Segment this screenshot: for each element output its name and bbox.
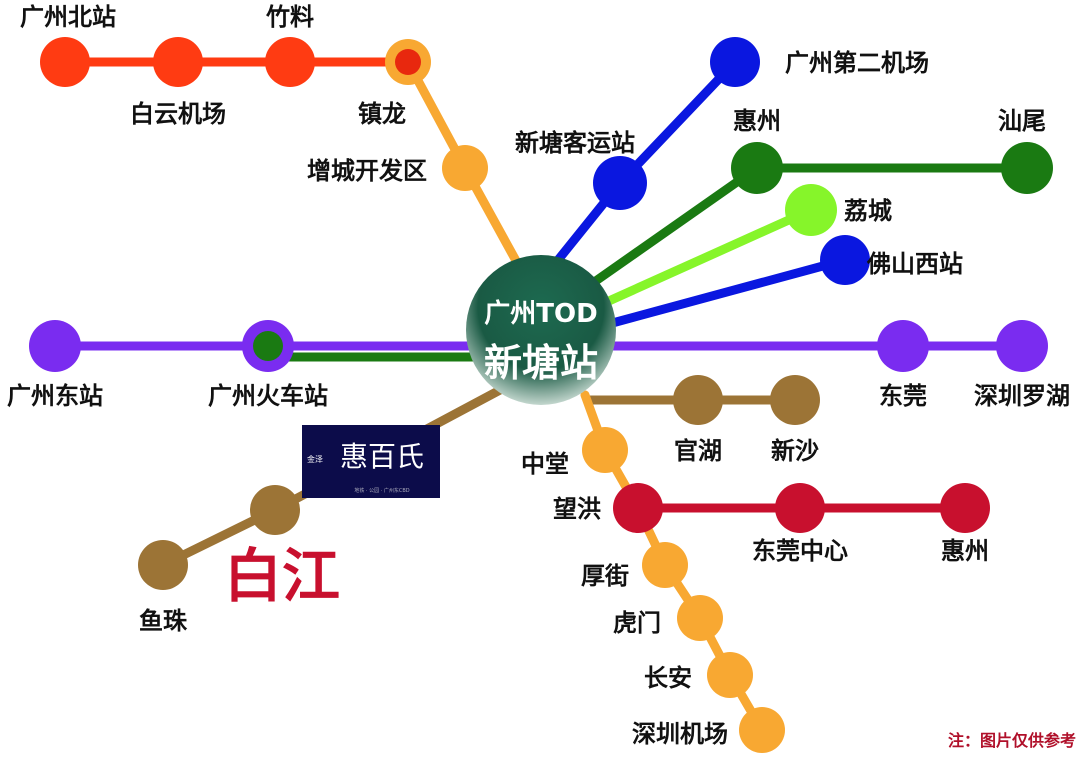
logo-box: 金泽 惠百氏 地铁 · 公园 · 广州东CBD (302, 425, 440, 498)
label-guangzhou-north: 广州北站 (20, 3, 116, 31)
station-sz-airport[interactable] (739, 707, 785, 753)
station-labels: 广州北站 竹料 白云机场 镇龙 增城开发区 新塘客运站 广州第二机场 惠州 汕尾… (7, 3, 1070, 748)
label-xintang-bus: 新塘客运站 (515, 129, 635, 157)
station-xintang-bus[interactable] (593, 156, 647, 210)
station-licheng[interactable] (785, 184, 837, 236)
district-label-baijiang: 白江 (224, 542, 340, 610)
station-changan[interactable] (707, 652, 753, 698)
label-xinsha: 新沙 (771, 437, 819, 465)
station-foshan-west[interactable] (820, 235, 870, 285)
station-houjie[interactable] (642, 542, 688, 588)
station-gz-second-airport[interactable] (710, 37, 760, 87)
label-changan: 长安 (644, 664, 692, 692)
station-sz-luohu[interactable] (996, 320, 1048, 372)
label-guanhu: 官湖 (674, 437, 722, 465)
station-shanwei[interactable] (1001, 142, 1053, 194)
station-zhenlong-inner (395, 49, 421, 75)
label-sz-airport: 深圳机场 (632, 720, 728, 748)
label-huizhou-bottom: 惠州 (941, 537, 989, 565)
label-zhongtang: 中堂 (521, 450, 569, 478)
line-lime-licheng (595, 205, 816, 310)
label-foshan-west: 佛山西站 (866, 250, 963, 278)
station-gz-railway-inner (253, 331, 283, 361)
hub-title-line1: 广州TOD (484, 299, 597, 329)
station-guangzhou-north[interactable] (40, 37, 90, 87)
label-zhenlong: 镇龙 (358, 100, 406, 128)
label-licheng: 荔城 (844, 197, 892, 225)
station-huizhou-top[interactable] (731, 142, 783, 194)
label-zengcheng: 增城开发区 (307, 157, 427, 185)
label-wanghong: 望洪 (553, 495, 601, 523)
station-baiyun-airport[interactable] (153, 37, 203, 87)
hub[interactable]: 广州TOD 新塘站 (466, 255, 616, 405)
label-shanwei: 汕尾 (998, 107, 1046, 135)
logo-tagline: 地铁 · 公园 · 广州东CBD (354, 487, 409, 494)
label-houjie: 厚街 (581, 562, 629, 590)
station-guanhu[interactable] (673, 375, 723, 425)
station-xinsha[interactable] (770, 375, 820, 425)
station-dongguan-center[interactable] (775, 483, 825, 533)
label-sz-luohu: 深圳罗湖 (974, 382, 1070, 410)
line-blue-foshan (600, 255, 850, 330)
label-gz-second-airport: 广州第二机场 (785, 49, 929, 77)
logo-prefix: 金泽 (307, 454, 323, 464)
station-wanghong[interactable] (613, 483, 663, 533)
disclaimer-note: 注：图片仅供参考 (948, 731, 1076, 750)
label-zhuliao: 竹料 (265, 3, 314, 31)
label-huizhou-top: 惠州 (733, 107, 781, 135)
station-zhuliao[interactable] (265, 37, 315, 87)
station-huizhou-bottom[interactable] (940, 483, 990, 533)
hub-circle (466, 255, 616, 405)
label-baiyun-airport: 白云机场 (130, 100, 226, 128)
label-dongguan: 东莞 (879, 382, 927, 410)
station-dongguan[interactable] (877, 320, 929, 372)
logo-brand: 惠百氏 (340, 440, 424, 473)
label-yuzhu: 鱼珠 (139, 607, 188, 635)
label-dongguan-center: 东莞中心 (752, 537, 848, 565)
stations (29, 37, 1053, 753)
station-gz-east[interactable] (29, 320, 81, 372)
label-humen: 虎门 (613, 609, 661, 637)
station-zhongtang[interactable] (582, 427, 628, 473)
label-gz-east: 广州东站 (7, 382, 103, 410)
label-gz-railway: 广州火车站 (208, 382, 328, 410)
station-yuzhu[interactable] (138, 540, 188, 590)
line-blue-airport2 (545, 57, 740, 275)
hub-title-line2: 新塘站 (484, 341, 598, 385)
station-baijiang[interactable] (250, 485, 300, 535)
station-humen[interactable] (677, 595, 723, 641)
station-zengcheng[interactable] (442, 145, 488, 191)
